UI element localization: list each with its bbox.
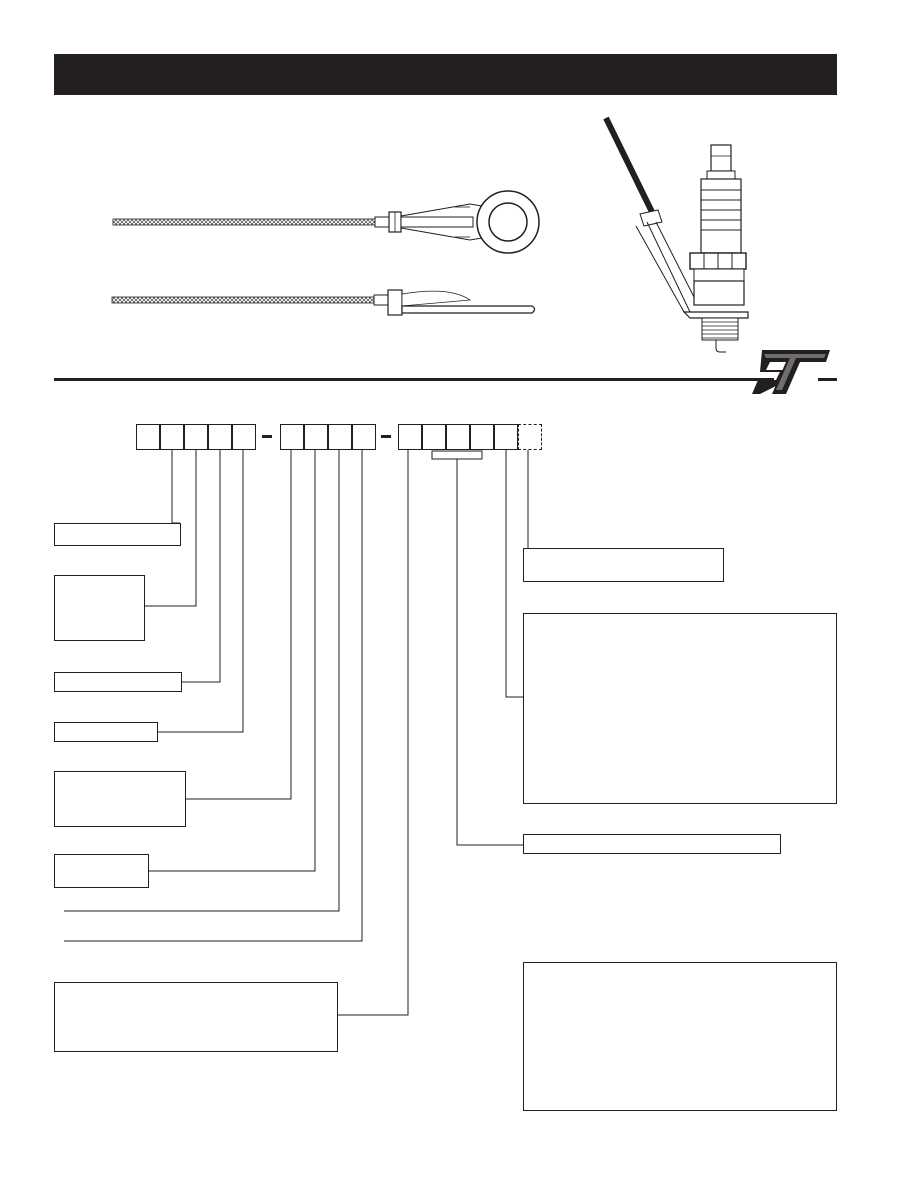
code-cell	[352, 424, 376, 450]
code-cell	[280, 424, 304, 450]
callout-box-right-2	[523, 613, 837, 804]
code-separator	[262, 435, 272, 438]
code-cell	[208, 424, 232, 450]
ring-terminal-thermocouple	[112, 190, 540, 254]
callout-box-right-4	[523, 962, 837, 1111]
code-cell	[232, 424, 256, 450]
callout-box-right-1	[523, 548, 724, 582]
flat-tab-thermocouple	[111, 289, 536, 316]
code-cell	[136, 424, 160, 450]
callout-box-4	[54, 722, 158, 742]
callout-box-6	[54, 854, 149, 888]
header-bar	[54, 54, 837, 95]
code-cell	[422, 424, 446, 450]
callout-box-2	[54, 575, 145, 641]
code-cell	[446, 424, 470, 450]
spark-plug-washer-thermocouple	[603, 116, 749, 353]
section-rule-end	[818, 378, 837, 381]
code-separator	[381, 435, 391, 438]
section-rule	[54, 378, 774, 381]
code-cell-optional	[518, 424, 542, 450]
code-cell	[184, 424, 208, 450]
callout-box-right-3	[523, 834, 781, 854]
code-cell	[328, 424, 352, 450]
callout-box-5	[54, 771, 186, 827]
code-cell	[160, 424, 184, 450]
callout-box-3	[54, 672, 182, 692]
st-logo	[752, 350, 830, 394]
illustration-area	[111, 116, 830, 394]
callout-box-7	[54, 982, 338, 1052]
code-cell	[470, 424, 494, 450]
code-cell	[494, 424, 518, 450]
code-cell	[398, 424, 422, 450]
callout-box-1	[54, 523, 181, 546]
code-cell	[304, 424, 328, 450]
